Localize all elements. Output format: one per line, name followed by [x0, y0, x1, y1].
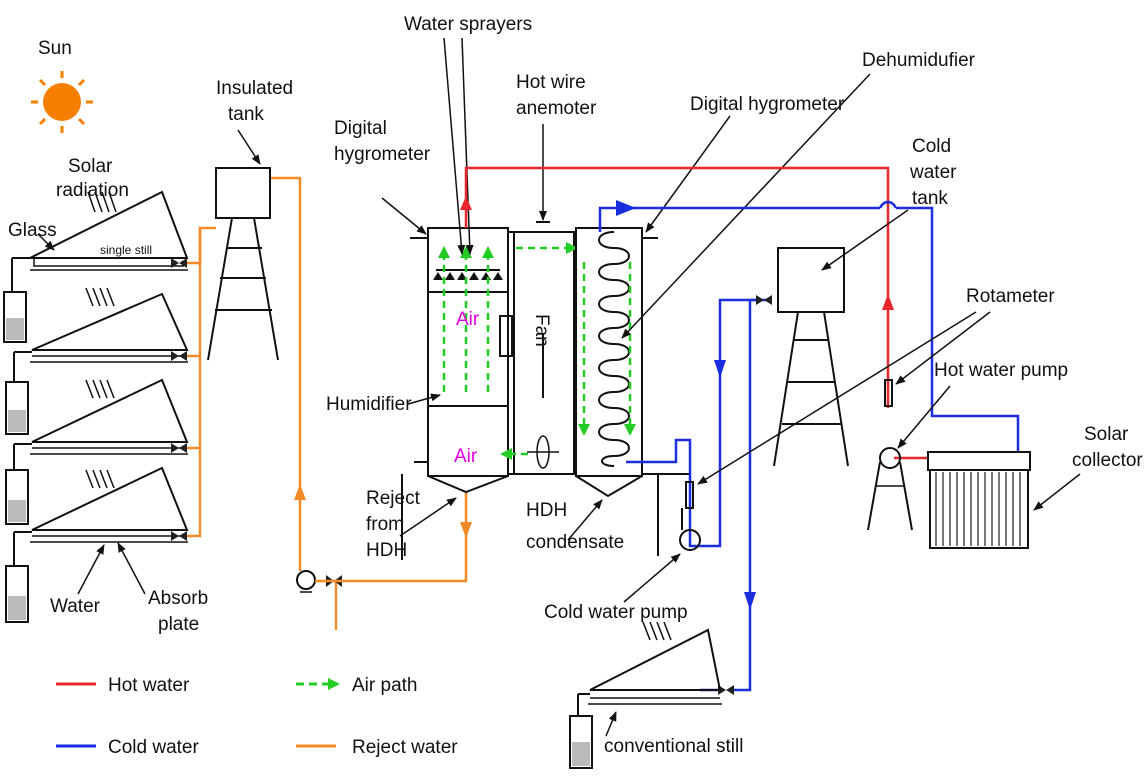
- sun-label: Sun: [38, 38, 72, 59]
- water-label: Water: [50, 596, 101, 617]
- single-still-2: [5, 287, 189, 435]
- digital-hygrometer-right-label: Digital hygrometer: [690, 94, 845, 115]
- legend-air-path-label: Air path: [352, 675, 417, 696]
- cold-water-loop: [598, 200, 1020, 695]
- dehumidifier: [575, 227, 658, 498]
- rotameter-label: Rotameter: [966, 286, 1055, 307]
- hot-water-loop: [460, 166, 928, 460]
- solar-collector: [927, 451, 1031, 549]
- condenser-coil: [598, 231, 630, 467]
- hdh-stand: [401, 473, 690, 560]
- humidifier-label: Humidifier: [326, 394, 412, 415]
- hot-water-pump-label: Hot water pump: [934, 360, 1068, 381]
- dehumidifier-label: Dehumidufier: [862, 50, 976, 71]
- rotameter-icon: [685, 379, 893, 509]
- reject-water-manifold: [187, 176, 338, 630]
- fan-label: Fan: [531, 314, 552, 347]
- legend-cold-water-label: Cold water: [108, 737, 199, 758]
- sun-icon: [31, 71, 93, 133]
- conventional-still-label: conventional still: [604, 736, 743, 757]
- legend-hot-water-label: Hot water: [108, 675, 190, 696]
- single-still-4: [5, 466, 189, 623]
- insulated-tank: [207, 167, 279, 361]
- air-label-bottom: Air: [454, 446, 478, 467]
- legend-reject-water-label: Reject water: [352, 737, 458, 758]
- hot-water-pump-icon: [867, 447, 913, 531]
- fan-icon: [527, 435, 559, 469]
- single-still-3: [5, 378, 189, 525]
- water-sprayers-label: Water sprayers: [404, 14, 532, 35]
- air-channel: [508, 231, 576, 475]
- humidifier: [410, 227, 513, 494]
- single-still-1: [3, 190, 189, 343]
- air-label-top: Air: [456, 309, 480, 330]
- glass-label: Glass: [8, 220, 57, 241]
- single-still-label: single still: [100, 243, 152, 257]
- cold-water-tank: [773, 247, 849, 467]
- conventional-still: [569, 621, 722, 769]
- legend: Hot water Air path Cold water Reject wat…: [56, 675, 458, 758]
- cold-water-pump-label: Cold water pump: [544, 602, 688, 623]
- cold-water-pump-icon: [679, 508, 701, 551]
- valve-icon: [171, 258, 187, 541]
